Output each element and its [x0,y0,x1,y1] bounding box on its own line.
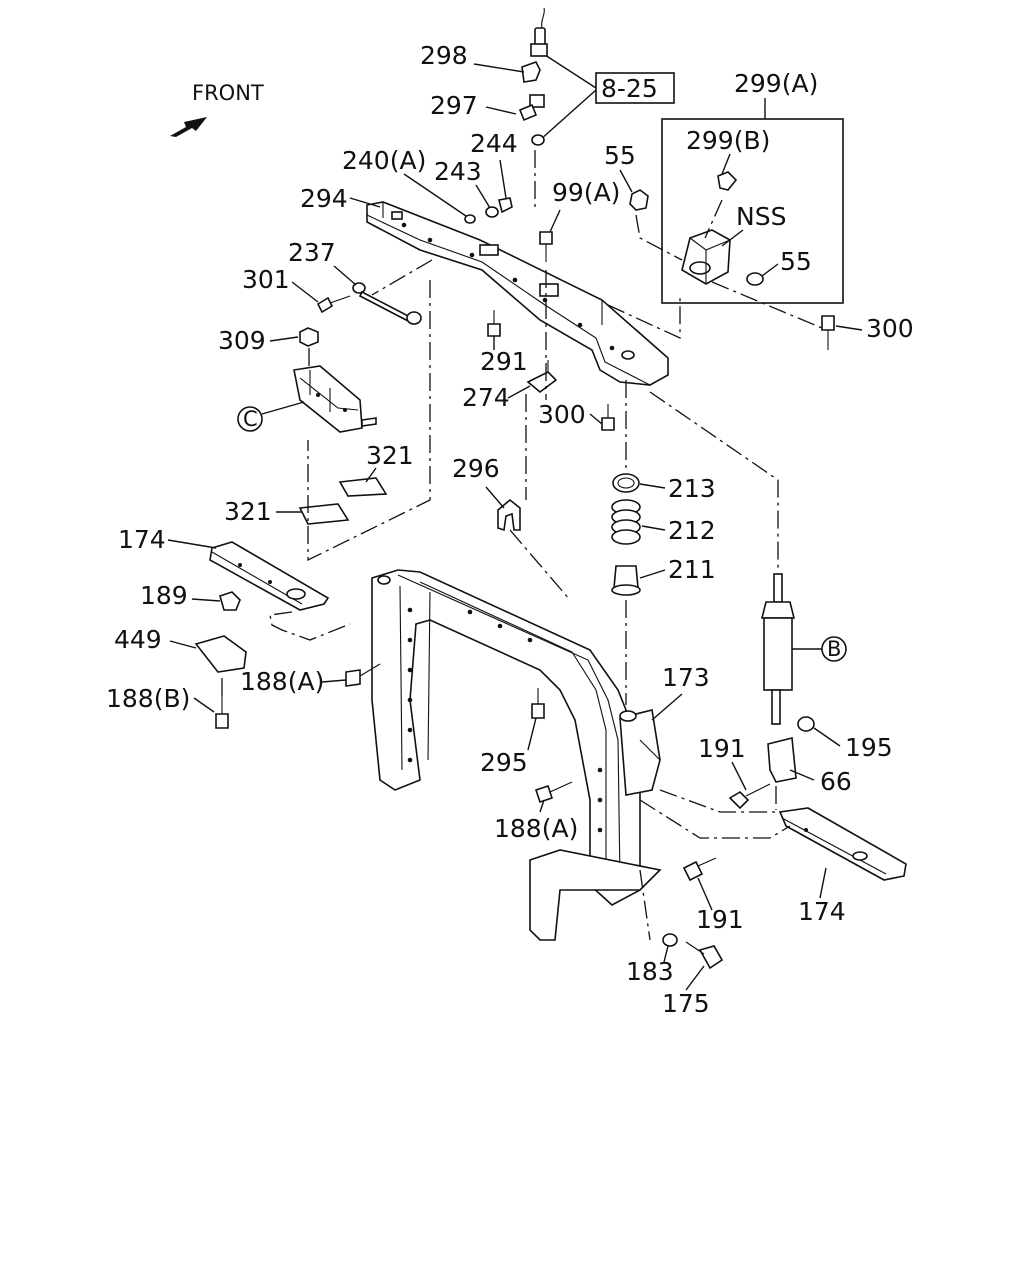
washer-195 [797,716,815,732]
callout-213: 213 [668,474,716,503]
callout-243: 243 [434,157,482,186]
nut-55-lower [746,272,764,286]
callout-298: 298 [420,41,468,70]
callout-274: 274 [462,383,510,412]
leader-lines [167,63,863,991]
coil-spring-212 [611,499,641,545]
reference-box[interactable]: 8-25 [595,72,675,104]
callout-295: 295 [480,748,528,777]
bolt-291 [487,323,501,337]
callout-55-lower: 55 [780,247,812,276]
cross-member-294 [366,201,669,386]
washer-240a [464,214,476,224]
bolt-301 [316,295,351,314]
callout-297: 297 [430,91,478,120]
plate-321-lower [298,503,350,525]
shock-absorber [760,573,796,725]
sensor-connector [518,7,548,210]
side-rail [529,849,662,941]
callout-291: 291 [480,347,528,376]
bolt-191-upper [728,790,750,810]
nut-244 [498,197,513,214]
callout-321-lower: 321 [224,497,272,526]
callout-188a-upper: 188(A) [240,667,324,696]
washer-243 [485,206,499,218]
callout-296: 296 [452,454,500,483]
kit-299a-box [661,98,844,304]
callout-183: 183 [626,957,674,986]
callout-174-right: 174 [798,897,846,926]
washer-183 [662,933,678,947]
callout-188a-lower: 188(A) [494,814,578,843]
spring-seat-213 [612,473,640,493]
callout-99a: 99(A) [552,178,620,207]
bolt-188a-lower [534,784,554,804]
bolt-188b [215,713,229,729]
callout-66: 66 [820,767,852,796]
callout-237: 237 [288,238,336,267]
callout-labels: 298 297 244 243 240(A) 294 237 301 309 3… [106,41,914,1018]
bolt-99a [539,231,553,262]
reference-box-label: 8-25 [601,74,658,103]
bolt-191-lower [682,860,704,882]
bolt-188a-upper [345,669,361,687]
callout-175: 175 [662,989,710,1018]
callout-294: 294 [300,184,348,213]
callout-174-left: 174 [118,525,166,554]
callout-212: 212 [668,516,716,545]
callout-244: 244 [470,129,518,158]
front-indicator: FRONT [170,81,264,137]
leveling-valve [293,365,377,433]
callout-173: 173 [662,663,710,692]
bracket-274 [526,360,558,394]
bolt-295 [531,703,545,719]
frame-173 [371,569,661,906]
bolt-175 [698,945,724,970]
callout-191-upper: 191 [698,734,746,763]
bracket-174-right [778,807,907,881]
front-arrow-icon [170,117,207,137]
bolt-300-upper [821,315,835,331]
callout-449: 449 [114,625,162,654]
circled-ref-b-label: B [827,637,841,661]
callout-300-upper: 300 [866,314,914,343]
link-rod-237 [352,282,422,325]
callout-189: 189 [140,581,188,610]
callout-299a: 299(A) [734,69,818,98]
bump-stopper-211 [611,565,641,596]
callout-300-lower: 300 [538,400,586,429]
mount-bracket-299b [681,171,738,285]
shock-bracket-66 [767,736,797,783]
nut-55-upper [629,189,649,211]
callout-195: 195 [845,733,893,762]
callout-301: 301 [242,265,290,294]
nut-309 [299,327,319,347]
bolt-300-lower [601,417,615,431]
callout-55-upper: 55 [604,141,636,170]
bracket-449 [194,635,247,673]
callout-309: 309 [218,326,266,355]
callout-188b: 188(B) [106,684,190,713]
bracket-174-left [209,541,330,611]
callout-299b: 299(B) [686,126,770,155]
circled-ref-c [237,406,263,432]
plate-321-upper [338,477,388,497]
callout-240a: 240(A) [342,146,426,175]
callout-191-lower: 191 [696,905,744,934]
callout-211: 211 [668,555,716,584]
nss-label: NSS [736,202,786,231]
nut-189 [219,591,241,611]
connection-lines [221,259,791,941]
front-label: FRONT [192,81,264,105]
circled-ref-c-label: C [243,407,258,431]
callout-321-upper: 321 [366,441,414,470]
